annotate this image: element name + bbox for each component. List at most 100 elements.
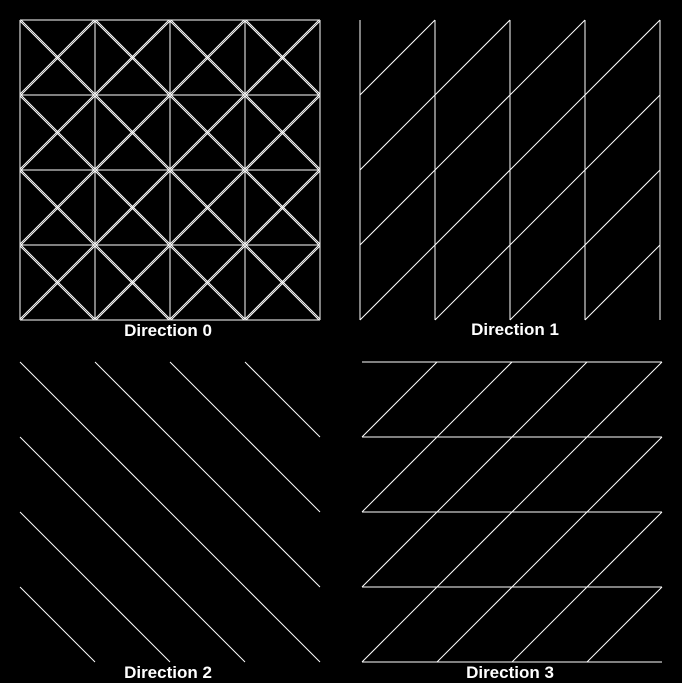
diagonal-line <box>94 511 171 588</box>
diagonal-line <box>436 361 513 438</box>
diagonal-line <box>19 436 96 513</box>
diagonal-line <box>434 19 511 96</box>
diagonal-line <box>436 586 513 663</box>
diagonal-line <box>170 169 246 245</box>
diagonal-line <box>20 94 96 170</box>
diagonal-line <box>436 436 513 513</box>
diagonal-line <box>95 20 171 96</box>
diagonal-line <box>20 245 96 321</box>
diagonal-line <box>245 169 321 245</box>
diagonal-line <box>94 19 170 95</box>
panel-1 <box>359 19 661 321</box>
diagonal-line <box>245 19 321 95</box>
diagonal-line <box>511 511 588 588</box>
diagonal-line <box>436 511 513 588</box>
diagonal-line <box>359 244 436 321</box>
diagonal-line <box>586 511 663 588</box>
diagonal-line <box>19 19 95 95</box>
diagonal-line <box>244 361 321 438</box>
diagonal-line <box>245 20 321 96</box>
diagonal-line <box>244 436 321 513</box>
diagonal-line <box>19 511 96 588</box>
diagonal-line <box>584 244 661 321</box>
diagonal-line <box>20 19 96 95</box>
diagonal-line <box>361 436 438 513</box>
diagonal-line <box>434 169 511 246</box>
diagonal-line <box>95 245 171 321</box>
diagonal-line <box>359 19 436 96</box>
diagonal-line <box>511 586 588 663</box>
diagonal-line <box>170 244 246 320</box>
diagonal-line <box>169 436 246 513</box>
diagonal-line <box>170 20 246 96</box>
diagonal-line <box>511 361 588 438</box>
diagonal-line <box>94 169 170 245</box>
diagonal-line <box>94 586 171 663</box>
panel-1-caption: Direction 1 <box>471 320 559 339</box>
diagonal-line <box>20 169 96 245</box>
diagonal-line <box>359 169 436 246</box>
diagonal-line <box>95 170 171 246</box>
diagonal-line <box>20 95 96 171</box>
diagonal-line <box>244 586 321 663</box>
diagonal-line <box>244 19 320 95</box>
diagonal-line <box>244 94 320 170</box>
diagonal-line <box>94 94 170 170</box>
diagonal-line <box>244 169 320 245</box>
diagonal-line <box>586 586 663 663</box>
diagonal-line <box>169 169 245 245</box>
panel-3 <box>361 361 663 663</box>
diagonal-line <box>95 169 171 245</box>
panel-0 <box>19 19 321 321</box>
diagonal-line <box>95 244 171 320</box>
diagonal-line <box>169 244 245 320</box>
diagonal-line <box>245 244 321 320</box>
diagonal-line <box>95 19 171 95</box>
diagonal-line <box>20 244 96 320</box>
diagonal-line <box>244 95 320 171</box>
diagonal-line <box>359 94 436 171</box>
diagonal-line <box>244 511 321 588</box>
diagonal-line <box>244 170 320 246</box>
diagonal-line <box>434 244 511 321</box>
diagonal-line <box>584 19 661 96</box>
diagonal-line <box>509 169 586 246</box>
diagonal-line <box>245 170 321 246</box>
diagonal-line <box>19 170 95 246</box>
diagonal-line <box>170 170 246 246</box>
diagonal-line <box>584 169 661 246</box>
diagonal-line <box>511 436 588 513</box>
diagonal-line <box>434 94 511 171</box>
diagonal-line <box>20 20 96 96</box>
diagonal-line <box>19 361 96 438</box>
diagonal-line <box>169 245 245 321</box>
diagonal-line <box>169 361 246 438</box>
diagonal-line <box>19 169 95 245</box>
diagonal-line <box>586 361 663 438</box>
diagonal-line <box>170 19 246 95</box>
diagonal-line <box>361 586 438 663</box>
diagonal-line <box>169 511 246 588</box>
diagonal-line <box>19 20 95 96</box>
diagonal-line <box>245 94 321 170</box>
diagonal-line <box>94 95 170 171</box>
diagonal-line <box>95 94 171 170</box>
diagonal-line <box>509 19 586 96</box>
diagonal-line <box>586 436 663 513</box>
diagonal-line <box>361 361 438 438</box>
diagonal-line <box>170 94 246 170</box>
panel-2-caption: Direction 2 <box>124 663 212 682</box>
diagonal-line <box>244 20 320 96</box>
diagonal-line <box>584 94 661 171</box>
diagonal-line <box>169 94 245 170</box>
diagonal-line <box>19 245 95 321</box>
diagonal-line <box>244 244 320 320</box>
diagonal-line <box>245 245 321 321</box>
diagonal-line <box>20 170 96 246</box>
diagonal-line <box>245 95 321 171</box>
panel-3-caption: Direction 3 <box>466 663 554 682</box>
diagonal-line <box>19 95 95 171</box>
diagonal-line <box>94 245 170 321</box>
diagonal-line <box>169 586 246 663</box>
